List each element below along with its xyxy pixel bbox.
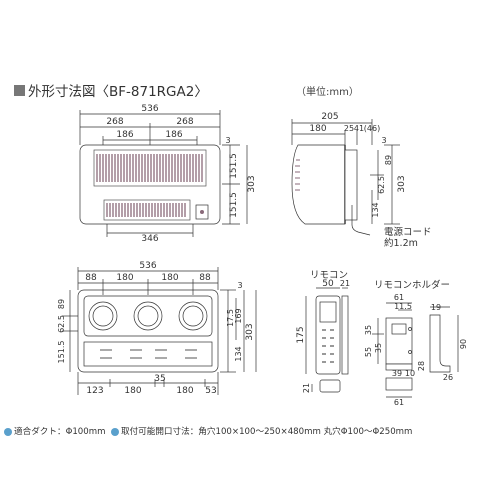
holder-w35: 35 — [364, 325, 373, 335]
side-w180: 180 — [309, 124, 326, 134]
front-h303: 303 — [247, 175, 257, 192]
holder-h28: 28 — [417, 361, 426, 371]
rear-h17: 17.5 — [226, 309, 235, 327]
rear-w35: 35 — [154, 374, 165, 384]
title-text: 外形寸法図〈BF-871RGA2〉 — [28, 84, 208, 100]
rear-h169: 169 — [234, 308, 243, 323]
side-w25: 25 — [344, 124, 354, 133]
rear-w88b: 88 — [199, 273, 211, 283]
holder-bottom — [385, 377, 413, 391]
side-body — [291, 144, 346, 225]
remote-w21: 21 — [340, 279, 350, 288]
cord-length: 約1.2m — [384, 237, 418, 249]
footer-notes: 適合ダクト：Φ100mm 取付可能開口寸法：角穴100×100～250×480m… — [4, 425, 412, 437]
rear-w88a: 88 — [85, 273, 97, 283]
front-w186a: 186 — [116, 130, 133, 140]
holder-h35: 35 — [374, 343, 383, 353]
front-indicator-icon — [200, 210, 204, 214]
holder-w26: 26 — [443, 373, 453, 382]
holder-h55: 55 — [364, 347, 373, 357]
side-view — [291, 119, 400, 236]
cord-label: 電源コード — [384, 227, 432, 238]
rear-view — [62, 267, 257, 395]
rear-duct-right — [178, 301, 208, 331]
rear-h303: 303 — [245, 323, 255, 340]
rear-h151: 151.5 — [57, 341, 66, 364]
rear-w53: 53 — [205, 386, 216, 396]
side-w205: 205 — [321, 112, 338, 122]
rear-w536: 536 — [139, 261, 156, 271]
remote-h175: 175 — [296, 326, 306, 343]
holder-w10: 10 — [405, 369, 415, 378]
holder-w19: 19 — [431, 303, 441, 312]
diagram-title: 外形寸法図〈BF-871RGA2〉 — [14, 80, 208, 100]
remote-h21: 21 — [302, 383, 311, 393]
holder-w11: 11.5 — [394, 302, 412, 311]
front-w186b: 186 — [165, 130, 182, 140]
front-w268a: 268 — [106, 117, 123, 127]
front-grille-lower-slats — [106, 203, 186, 217]
remote-w50: 50 — [322, 279, 334, 289]
front-w346: 346 — [141, 234, 158, 244]
rear-duct-left — [88, 301, 118, 331]
remote-side — [341, 295, 349, 375]
front-grille-upper — [93, 149, 207, 187]
square-bullet-icon — [14, 84, 25, 96]
unit-note: （単位:mm） — [296, 87, 359, 98]
front-h151a: 151.5 — [229, 153, 239, 179]
holder-h90: 90 — [459, 339, 468, 349]
front-w268b: 268 — [176, 117, 193, 127]
side-h3: 3 — [381, 136, 386, 145]
remote-bottom — [319, 379, 341, 393]
rear-w180c: 180 — [124, 386, 141, 396]
side-h62: 62.5 — [377, 176, 386, 194]
rear-h62: 62.5 — [57, 315, 66, 333]
holder-w61a: 61 — [394, 293, 404, 302]
remote-buttons — [322, 329, 334, 363]
rear-w180d: 180 — [176, 386, 193, 396]
side-w41: 41 — [354, 124, 364, 133]
holder-w39: 39 — [392, 369, 402, 378]
side-h134: 134 — [371, 202, 380, 217]
front-h3: 3 — [225, 136, 230, 145]
power-cord — [351, 205, 371, 236]
front-view — [79, 110, 248, 237]
bullet-dot-icon — [110, 427, 119, 436]
rear-bottom-slots — [100, 349, 197, 359]
front-w536: 536 — [141, 104, 158, 114]
holder-drawing — [372, 302, 459, 398]
holder-w61b: 61 — [394, 398, 404, 407]
rear-h3: 3 — [237, 281, 242, 290]
rear-w123: 123 — [86, 386, 103, 396]
holder-side — [429, 314, 451, 373]
remote-label: リモコン — [310, 270, 348, 281]
remote-drawing — [305, 287, 349, 393]
rear-duct-center — [133, 301, 163, 331]
rear-w180a: 180 — [116, 273, 133, 283]
rear-w180b: 180 — [161, 273, 178, 283]
front-h151b: 151.5 — [229, 192, 239, 218]
front-grille-lower — [103, 199, 191, 221]
bullet-dot-icon — [4, 427, 12, 436]
holder-label: リモコンホルダー — [374, 279, 450, 291]
duct-note: 適合ダクト：Φ100mm — [14, 427, 106, 437]
side-h89: 89 — [384, 155, 393, 165]
front-grille-slats — [96, 154, 203, 182]
rear-h89: 89 — [57, 299, 66, 309]
side-w46: (46) — [364, 124, 380, 133]
opening-note: 取付可能開口寸法：角穴100×100～250×480mm 丸穴Φ100～Φ250… — [120, 427, 413, 437]
side-h303: 303 — [397, 175, 407, 192]
side-vents — [295, 159, 300, 191]
rear-h134: 134 — [234, 346, 243, 361]
